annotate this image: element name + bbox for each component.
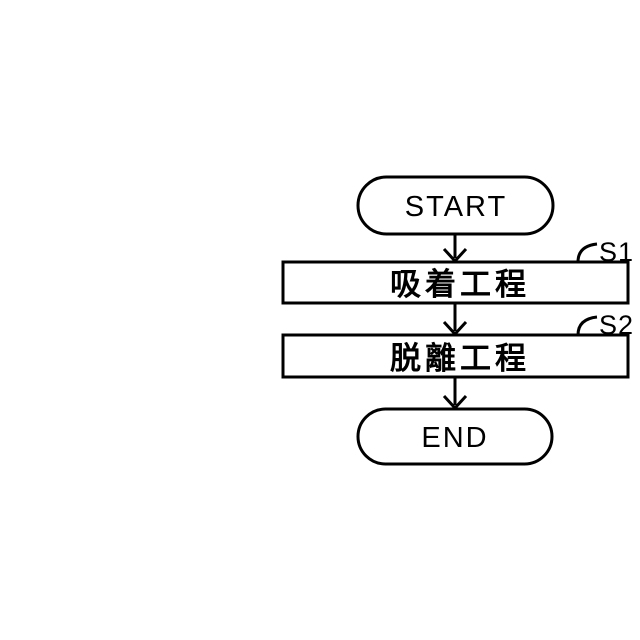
step-tag-s1: S1 <box>576 237 634 267</box>
arrow-step2-to-end <box>442 377 468 411</box>
leader-curve-icon <box>576 242 598 263</box>
process-box-step1-label: 吸着工程 <box>390 267 530 302</box>
leader-curve-icon <box>576 315 598 336</box>
end-terminal: END <box>356 407 554 466</box>
process-box-step2: 脱離工程 <box>281 333 630 379</box>
step-tag-s2: S2 <box>576 310 634 340</box>
process-box-step2-shape <box>281 333 630 379</box>
arrow-start-to-step1 <box>442 234 468 264</box>
start-terminal: START <box>356 175 555 236</box>
start-terminal-label: START <box>405 191 507 223</box>
step-tag-s1-label: S1 <box>599 237 634 267</box>
end-terminal-label: END <box>421 422 488 454</box>
step-tag-s2-label: S2 <box>599 310 634 340</box>
arrow-step1-to-step2 <box>442 303 468 337</box>
end-terminal-shape <box>356 407 554 466</box>
process-box-step2-label: 脱離工程 <box>390 341 530 376</box>
process-box-step1-shape <box>281 260 630 305</box>
process-box-step1: 吸着工程 <box>281 260 630 305</box>
